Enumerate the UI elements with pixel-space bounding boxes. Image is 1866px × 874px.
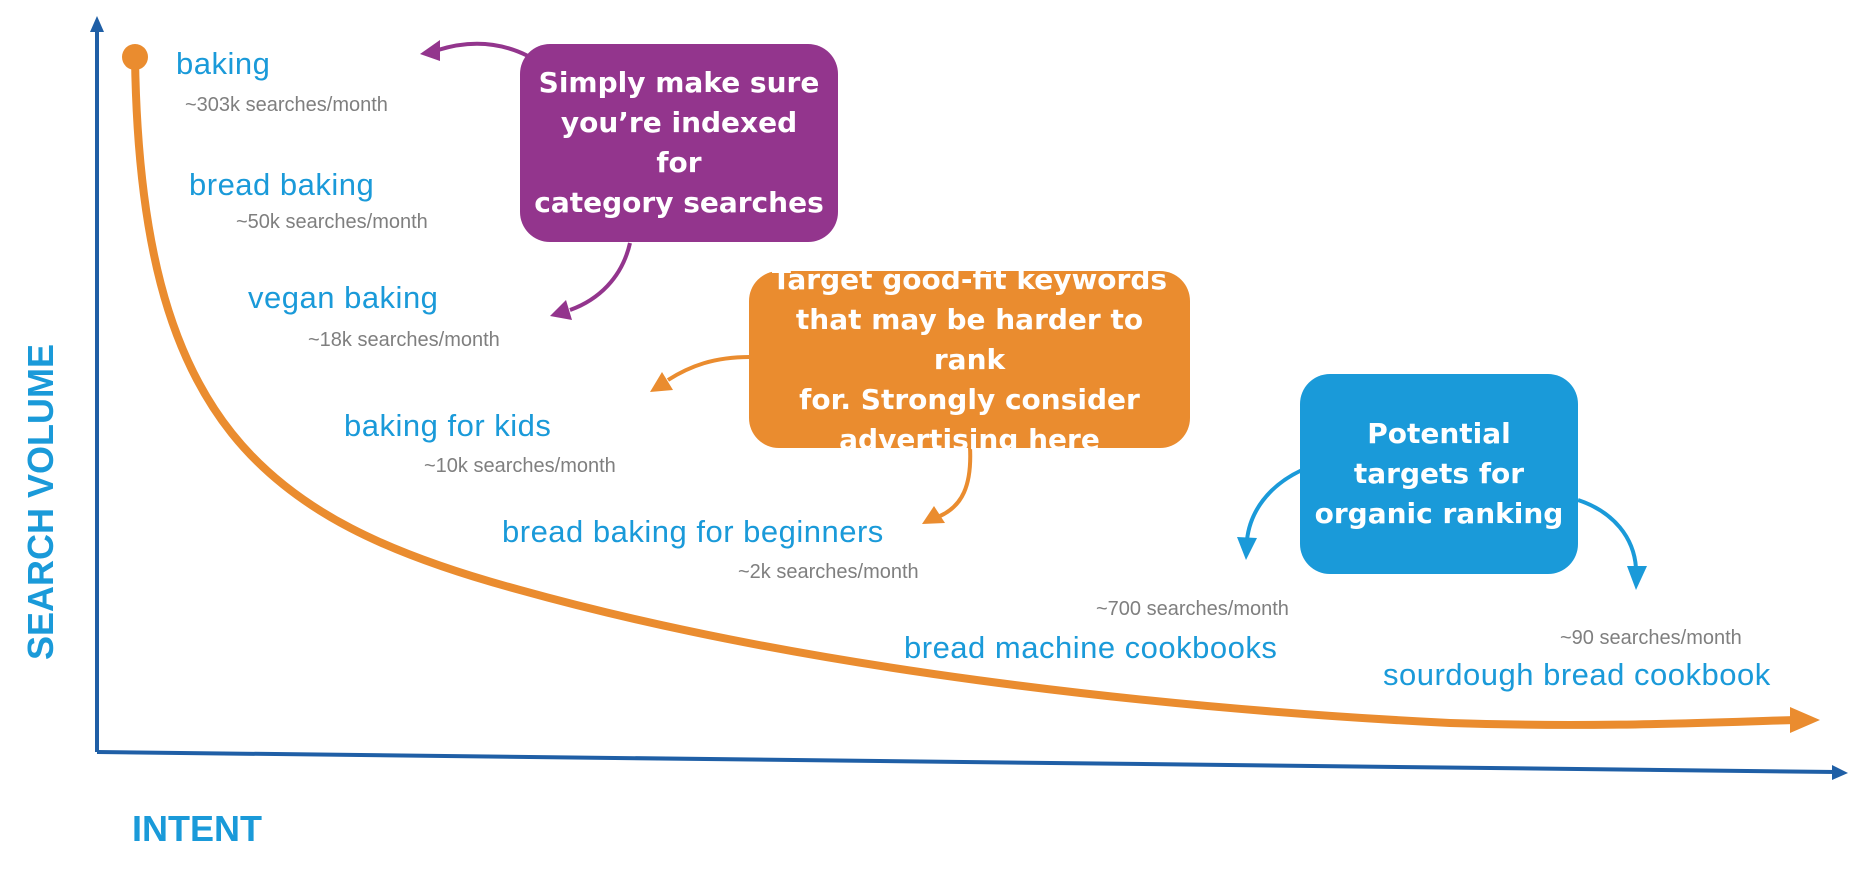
callout-category-searches: Simply make sure you’re indexed for cate… <box>520 44 838 242</box>
keyword-baking: baking <box>176 46 271 81</box>
curve-start-dot <box>122 44 148 70</box>
x-axis-line <box>96 750 1837 774</box>
callout-good-fit-keywords: Target good-fit keywords that may be har… <box>749 263 1190 456</box>
purple-arrowhead-up <box>420 40 440 61</box>
blue-arrowhead-left <box>1237 537 1257 560</box>
callout-goodfit-line-4: advertising here <box>839 422 1100 456</box>
keyword-bread-machine-cookbooks: bread machine cookbooks <box>904 630 1278 665</box>
callout-category-line-2: you’re indexed for <box>560 106 798 179</box>
orange-arrowhead-left <box>650 372 673 392</box>
volume-vegan-baking: ~18k searches/month <box>308 329 500 351</box>
keyword-bread-baking-for-beginners: bread baking for beginners <box>502 514 884 549</box>
callout-organic-ranking: Potential targets for organic ranking <box>1300 374 1578 574</box>
keyword-bread-baking: bread baking <box>189 167 375 202</box>
purple-arrow-up <box>437 41 529 58</box>
keyword-baking-for-kids: baking for kids <box>344 408 552 443</box>
callout-organic-line-3: organic ranking <box>1314 497 1564 530</box>
y-axis-arrowhead <box>90 16 104 32</box>
volume-baking: ~303k searches/month <box>185 94 388 116</box>
curve-end-arrowhead <box>1790 707 1820 733</box>
x-axis-arrowhead <box>1832 765 1848 780</box>
volume-bread-machine-cookbooks: ~700 searches/month <box>1096 598 1289 620</box>
callout-goodfit-line-2: that may be harder to rank <box>795 302 1144 376</box>
callout-organic-line-1: Potential <box>1367 417 1511 450</box>
keyword-sourdough-bread-cookbook: sourdough bread cookbook <box>1383 657 1771 692</box>
volume-baking-for-kids: ~10k searches/month <box>424 455 616 477</box>
callout-organic-line-2: targets for <box>1353 457 1525 490</box>
orange-arrow-left <box>666 355 751 382</box>
volume-sourdough-bread-cookbook: ~90 searches/month <box>1560 627 1742 649</box>
y-axis-label: SEARCH VOLUME <box>20 343 61 660</box>
blue-arrow-left <box>1245 468 1303 541</box>
orange-arrowhead-down <box>922 506 945 524</box>
long-tail-curve <box>131 53 1799 729</box>
volume-bread-baking-for-beginners: ~2k searches/month <box>738 561 919 583</box>
orange-arrow-down <box>939 446 973 518</box>
purple-arrow-down <box>569 242 632 312</box>
callout-category-line-1: Simply make sure <box>538 66 820 99</box>
callout-goodfit-line-1: Target good-fit keywords <box>771 262 1168 296</box>
callout-category-line-3: category searches <box>534 186 824 219</box>
keyword-vegan-baking: vegan baking <box>248 280 439 315</box>
volume-bread-baking: ~50k searches/month <box>236 211 428 233</box>
blue-arrow-right <box>1577 498 1638 569</box>
blue-arrowhead-right <box>1627 566 1647 590</box>
callout-goodfit-line-3: for. Strongly consider <box>799 382 1140 416</box>
purple-arrowhead-down <box>550 300 572 320</box>
x-axis-label: INTENT <box>132 808 262 849</box>
